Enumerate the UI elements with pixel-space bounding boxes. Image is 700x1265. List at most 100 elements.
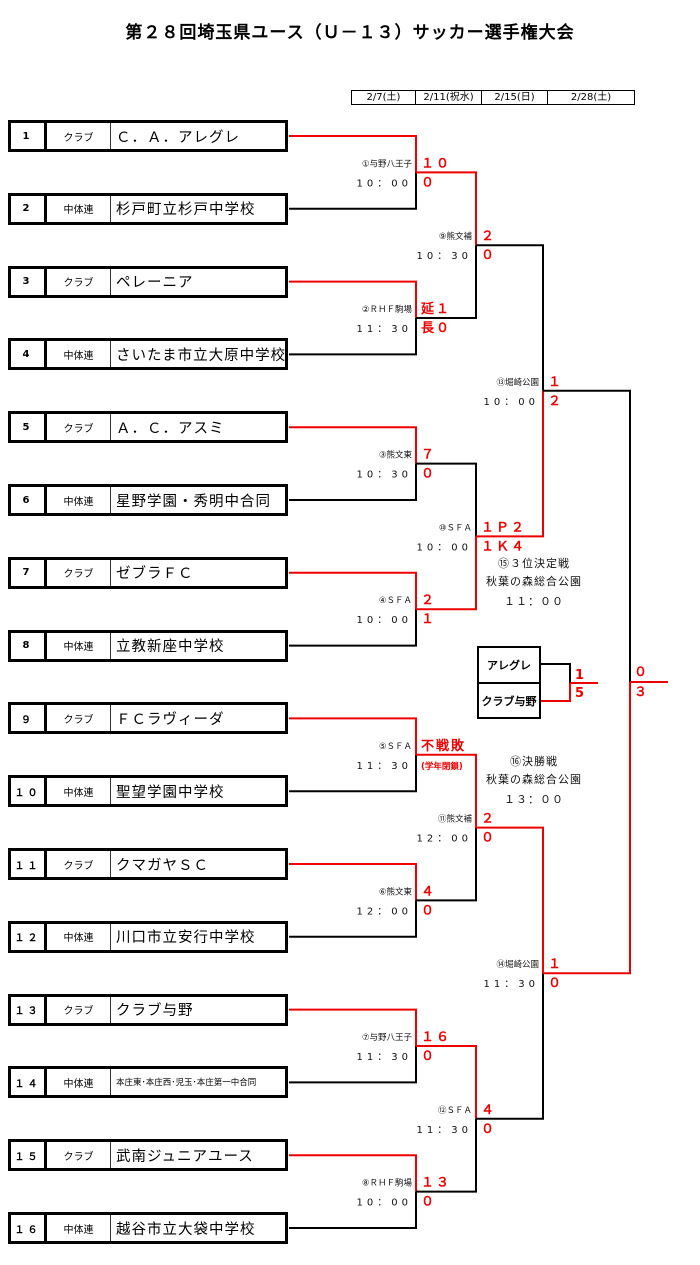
- team-name: クマガヤＳＣ: [116, 857, 209, 874]
- team-name: ゼブラＦＣ: [116, 566, 194, 583]
- final-arm-bottom: [543, 682, 631, 975]
- bracket-arm-bottom: [416, 536, 477, 611]
- third-place-team-bottom: クラブ与野: [477, 682, 541, 719]
- match-time: 10：00: [484, 397, 539, 408]
- bracket-arm-top: [289, 280, 417, 318]
- bracket-arm-top: [289, 426, 417, 464]
- match-time: 10：30: [357, 470, 412, 481]
- round1-date: 2/7(土): [352, 91, 416, 104]
- final-label: ⑯決勝戦: [510, 754, 558, 768]
- team-category: 中体連: [47, 1215, 111, 1241]
- round-dates-header: 2/7(土) 2/11(祝水) 2/15(日) 2/28(土): [351, 90, 635, 105]
- team-category: クラブ: [47, 1142, 111, 1169]
- match-venue: ⑩ＳＦＡ: [439, 523, 472, 533]
- match-time: 11：30: [357, 761, 412, 772]
- match-time: 10：00: [357, 615, 412, 626]
- round2-date: 2/11(祝水): [416, 91, 482, 104]
- third-place-time: １１：００: [504, 595, 564, 608]
- score-bottom: ２: [548, 394, 563, 409]
- score-bottom: １: [421, 612, 436, 627]
- bracket-arm-top: [289, 135, 417, 173]
- team-seed: １５: [11, 1142, 47, 1169]
- bracket-arm-top: [289, 571, 417, 610]
- team-seed: 5: [11, 414, 47, 441]
- match-venue: ⑭堀崎公園: [496, 959, 539, 970]
- team-seed: １４: [11, 1069, 47, 1096]
- team-name: ＦＣラヴィーダ: [116, 711, 225, 728]
- bracket-arm-top: [289, 1154, 417, 1192]
- team-seed: １０: [11, 778, 47, 805]
- bracket-arm-bottom: [416, 827, 477, 902]
- score-top: ４: [481, 1103, 496, 1118]
- team-seed: １１: [11, 851, 47, 877]
- third-arm-bottom: [541, 683, 571, 702]
- bracket-arm-bottom: [289, 318, 417, 356]
- score-bottom: ０: [548, 976, 563, 991]
- team-seed: 6: [11, 487, 47, 513]
- score-top: ２: [421, 593, 436, 608]
- match-time: 10：00: [417, 542, 472, 553]
- score-top: １３: [421, 1176, 451, 1191]
- bracket-arm-bottom: [476, 973, 544, 1120]
- bracket-arm-top: [416, 171, 477, 246]
- match-time: 12：00: [357, 906, 412, 917]
- match-venue: ④ＳＦＡ: [379, 596, 412, 606]
- team-seed: 3: [11, 268, 47, 295]
- team-name: 聖望学園中学校: [116, 784, 225, 801]
- team-category: クラブ: [47, 996, 111, 1023]
- match-venue: ①与野八王子: [362, 159, 413, 169]
- team-name: 立教新座中学校: [116, 639, 225, 656]
- score-top: １０: [421, 156, 451, 171]
- bracket-arm-bottom: [289, 609, 417, 647]
- tournament-title: 第２８回埼玉県ユース（Ｕ－１３）サッカー選手権大会: [125, 23, 575, 43]
- score-top: ２: [481, 812, 496, 827]
- team-seed: １２: [11, 923, 47, 950]
- third-place-venue: 秋葉の森総合公園: [486, 574, 582, 588]
- bracket-arm-bottom: [416, 1118, 477, 1193]
- third-score-top: 1: [575, 668, 586, 683]
- score-top: ２: [481, 229, 496, 244]
- match-venue: ⑨熊文補: [439, 231, 473, 242]
- team-seed: 8: [11, 632, 47, 659]
- match-venue: ⑪熊文補: [438, 814, 473, 825]
- final-score-top: ０: [634, 665, 649, 680]
- match-venue: ⑬堀崎公園: [496, 377, 539, 388]
- score-bottom: ０: [421, 1049, 436, 1064]
- third-place-team-top: アレグレ: [477, 646, 541, 684]
- final-time: １３：００: [504, 793, 564, 806]
- score-bottom: (学年閉鎖): [421, 761, 463, 772]
- bracket-arm-top: [416, 753, 477, 828]
- match-venue: ⑧ＲＨＦ駒場: [362, 1178, 413, 1189]
- match-time: 11：30: [357, 324, 412, 335]
- team-category: 中体連: [47, 632, 111, 659]
- match-venue: ⑫ＳＦＡ: [438, 1106, 472, 1116]
- final-date: 2/28(土): [570, 92, 612, 103]
- team-name: さいたま市立大原中学校: [116, 347, 285, 364]
- match-venue: ⑦与野八王子: [362, 1033, 413, 1043]
- team-name: ペレーニア: [116, 275, 194, 292]
- bracket-arm-top: [416, 462, 477, 537]
- team-category: 中体連: [47, 487, 111, 513]
- team-category: 中体連: [47, 1069, 111, 1096]
- bracket-arm-bottom: [416, 245, 477, 319]
- bracket-arm-top: [416, 1045, 477, 1119]
- bracket-arm-top: [289, 863, 417, 901]
- team-name: 杉戸町立杉戸中学校: [116, 202, 256, 219]
- score-bottom: ０: [481, 831, 496, 846]
- team-category: クラブ: [47, 705, 111, 732]
- team-category: クラブ: [47, 414, 111, 441]
- team-seed: 7: [11, 559, 47, 586]
- team-category: クラブ: [47, 123, 111, 149]
- team-category: クラブ: [47, 268, 111, 295]
